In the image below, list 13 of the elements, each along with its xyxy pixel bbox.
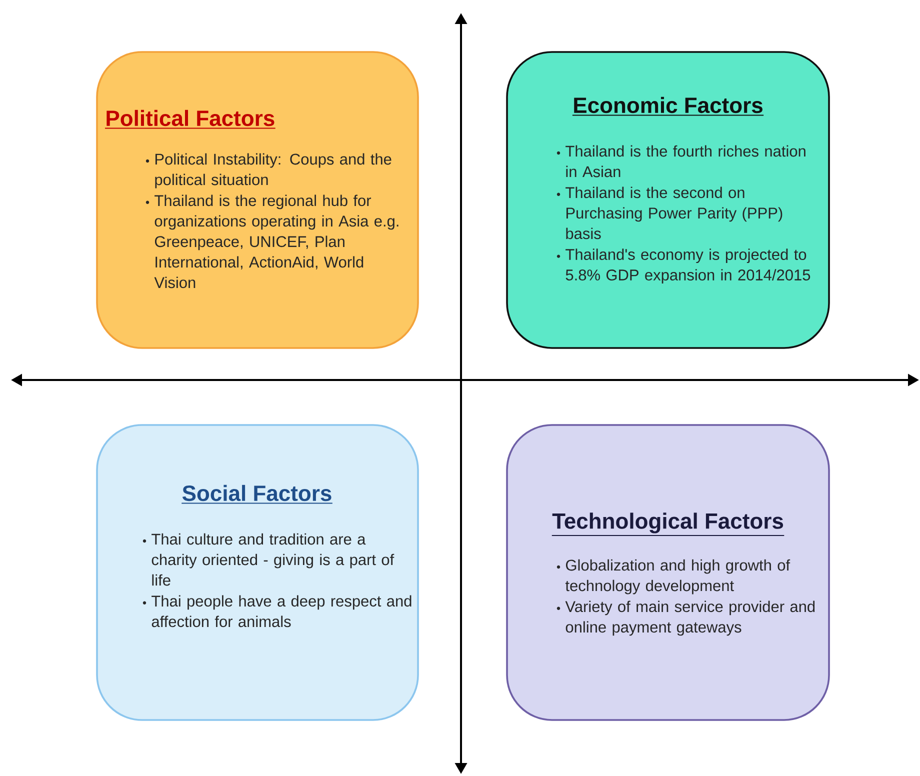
bullet-item: Variety of main service provider and online payment gateways bbox=[556, 600, 815, 636]
bullet-item: Globalization and high growth of technology development bbox=[556, 559, 790, 594]
heading: Economic Factors bbox=[572, 96, 764, 116]
bullet-item: Thailand is the regional hub for organizations operating in Asia e.g. Greenpeace, UNICEF, Plan International, ActionAid, World Vision bbox=[146, 194, 398, 288]
bullet-item: Thai culture and tradition are a charity oriented - giving is a part of life bbox=[142, 533, 394, 586]
heading: Social Factors bbox=[181, 484, 333, 504]
heading: Technological Factors bbox=[551, 512, 785, 536]
bullet-item: Thailand is the second on Purchasing Power Parity (PPP) basis bbox=[556, 186, 782, 240]
bullet-item: Thailand's economy is projected to 5.8% GDP expansion in 2014/2015 bbox=[556, 248, 810, 284]
heading: Political Factors bbox=[104, 110, 276, 129]
bullet-item: Thailand is the fourth riches nation in Asian bbox=[556, 145, 806, 178]
bullet-item: Political Instability: Coups and the political situation bbox=[146, 153, 392, 188]
bullet-item: Thai people have a deep respect and affection for animals bbox=[142, 595, 412, 628]
